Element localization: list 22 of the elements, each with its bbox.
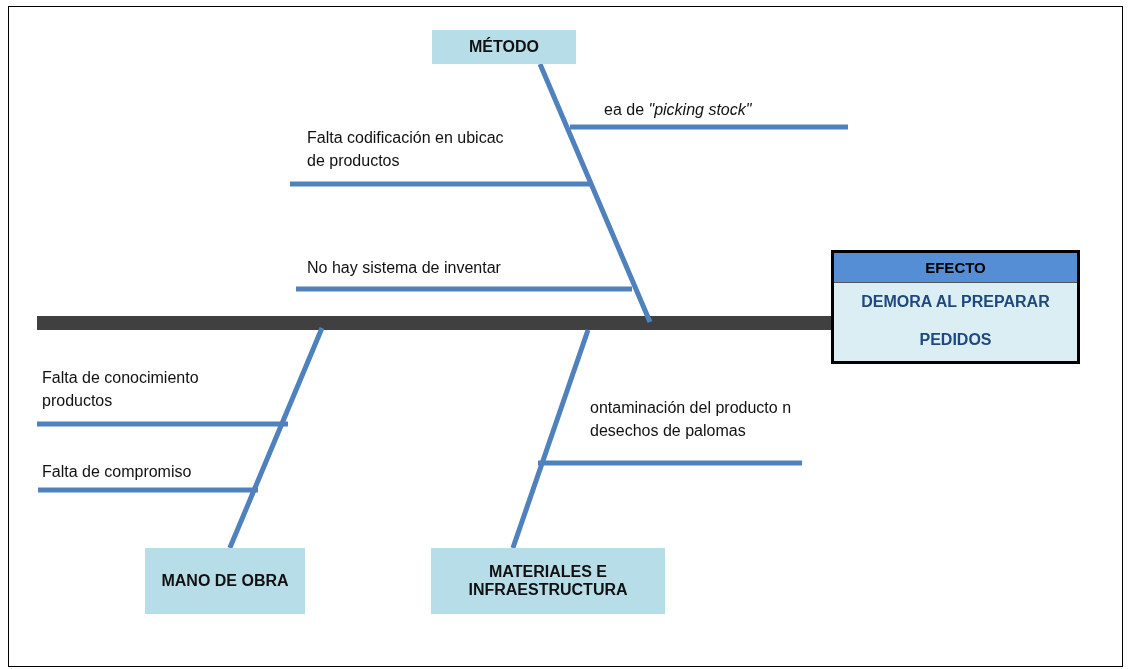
cause-text: ontaminación del producto n desechos de palomas xyxy=(590,398,793,442)
bone-line xyxy=(227,327,325,549)
category-box: MATERIALES E INFRAESTRUCTURA xyxy=(431,548,665,614)
cause-line xyxy=(296,286,632,292)
cause-text: Falta de compromiso xyxy=(42,462,193,482)
category-box: MÉTODO xyxy=(432,30,576,64)
cause-line xyxy=(570,124,848,130)
cause-line xyxy=(538,460,802,466)
cause-text: Falta de conocimiento productos xyxy=(42,368,200,412)
category-box: MANO DE OBRA xyxy=(145,548,305,614)
cause-text: ea de "picking stock" xyxy=(604,100,753,120)
cause-line xyxy=(38,487,258,493)
spine-line xyxy=(37,315,831,330)
effect-text: DEMORA AL PREPARAR PEDIDOS xyxy=(860,292,1051,350)
cause-text: Falta codificación en ubicac de productos xyxy=(307,128,505,172)
effect-box xyxy=(831,250,1080,364)
bone-line xyxy=(537,63,653,323)
effect-heading: EFECTO xyxy=(834,253,1077,283)
bone-line xyxy=(510,329,591,549)
cause-line xyxy=(290,181,590,187)
cause-text: No hay sistema de inventar xyxy=(307,258,502,278)
cause-line xyxy=(37,421,288,427)
